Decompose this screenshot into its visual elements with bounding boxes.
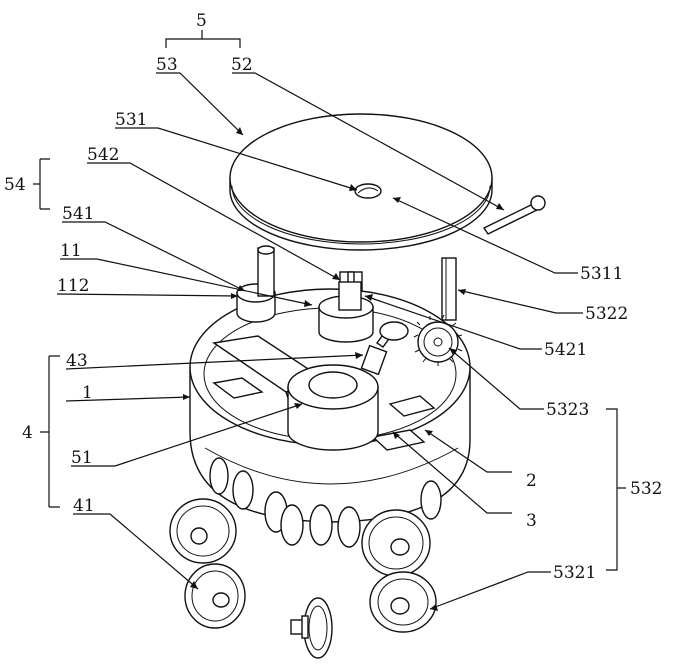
label-53: 53 xyxy=(156,55,178,75)
label-5322: 5322 xyxy=(585,304,628,324)
label-541: 541 xyxy=(62,204,94,224)
label-542: 542 xyxy=(87,145,119,165)
gear-wheel-5321 xyxy=(370,572,436,632)
label-5: 5 xyxy=(196,11,207,31)
gear-wheel-right xyxy=(362,510,430,576)
label-5311: 5311 xyxy=(580,264,623,284)
center-cup xyxy=(288,365,378,450)
label-11: 11 xyxy=(60,241,82,261)
label-1: 1 xyxy=(82,383,93,403)
label-5323: 5323 xyxy=(546,400,589,420)
bottom-gear xyxy=(291,598,332,658)
label-2: 2 xyxy=(526,471,537,491)
cylinder-left xyxy=(237,246,275,322)
label-5321: 5321 xyxy=(553,563,596,583)
label-41: 41 xyxy=(73,496,95,516)
label-54: 54 xyxy=(4,175,26,195)
label-51: 51 xyxy=(71,448,93,468)
label-531: 531 xyxy=(115,110,147,130)
label-532: 532 xyxy=(630,479,662,499)
lever-rod xyxy=(484,196,545,234)
label-52: 52 xyxy=(231,55,253,75)
label-5421: 5421 xyxy=(544,340,587,360)
label-112: 112 xyxy=(57,276,89,296)
label-43: 43 xyxy=(66,351,88,371)
wheel-41 xyxy=(185,564,245,628)
label-4: 4 xyxy=(22,423,33,443)
wheel-upper-left xyxy=(170,499,236,563)
label-3: 3 xyxy=(526,511,537,531)
